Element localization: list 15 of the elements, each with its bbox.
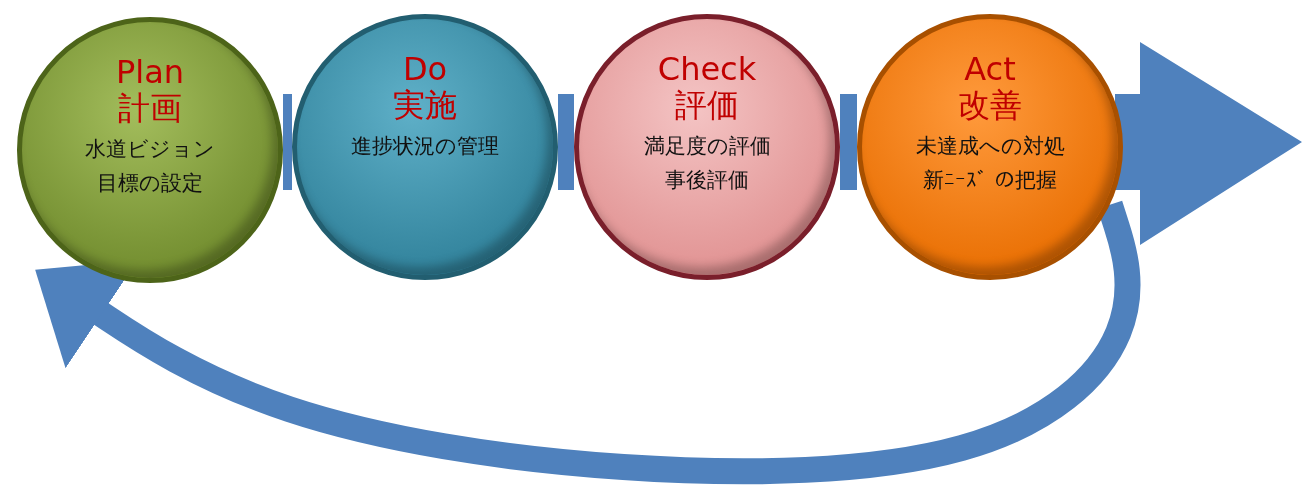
- phase-description: 進捗状況の管理: [351, 133, 499, 160]
- phase-description: 目標の設定: [97, 170, 203, 197]
- flow-band: [283, 94, 292, 190]
- flow-band: [558, 94, 574, 190]
- phase-description: 未達成への対処: [915, 133, 1065, 160]
- phase-title: Check 評価: [657, 51, 757, 123]
- phase-title: Act 改善: [958, 51, 1022, 123]
- arrow: [1115, 42, 1302, 245]
- phase-description: 水道ビジョン: [85, 136, 215, 163]
- phase-title: Do 実施: [393, 51, 457, 123]
- phase-description: 事後評価: [665, 167, 749, 194]
- phase-description: 満足度の評価: [643, 133, 771, 160]
- flow-band: [840, 94, 857, 190]
- phase-description: 新ﾆｰｽﾞ の把握: [922, 167, 1058, 194]
- phase-title: Plan 計画: [115, 54, 185, 126]
